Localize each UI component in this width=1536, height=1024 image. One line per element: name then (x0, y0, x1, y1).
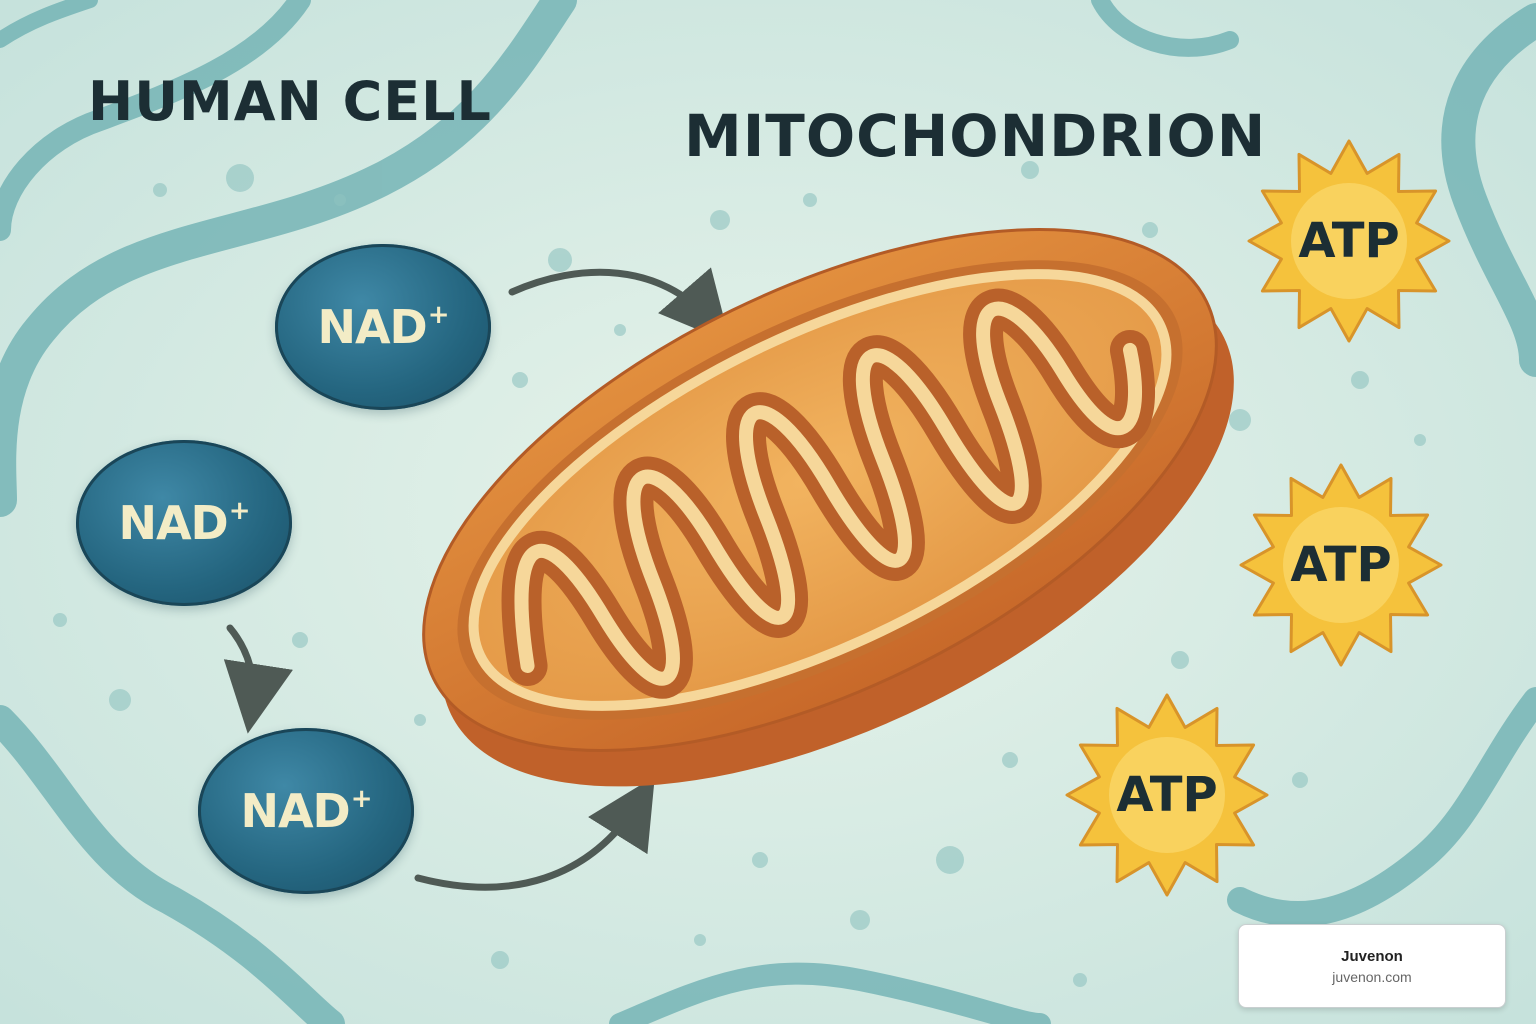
atp-starburst: ATP (1062, 690, 1272, 900)
nad-arrows (223, 267, 731, 891)
starburst-glow (1109, 737, 1225, 853)
starburst-glow (1291, 183, 1407, 299)
nad-molecule: NAD+ (275, 244, 491, 410)
atp-label: ATP (1298, 213, 1400, 269)
human-cell-title: HUMAN CELL (88, 70, 492, 133)
cytoplasm-speckles (53, 161, 1426, 987)
nad-label: NAD+ (317, 300, 449, 354)
starburst-icon (1247, 139, 1451, 343)
arrow-nad3-to-mitochondrion (414, 776, 655, 891)
starburst-glow (1283, 507, 1399, 623)
nad-molecule: NAD+ (198, 728, 414, 894)
nad-molecule: NAD+ (76, 440, 292, 606)
atp-starburst: ATP (1236, 460, 1446, 670)
atp-label: ATP (1116, 767, 1218, 823)
atp-label: ATP (1290, 537, 1392, 593)
starburst-icon (1065, 693, 1269, 897)
credit-url: juvenon.com (1332, 968, 1412, 985)
arrow-nad2-to-nad3 (223, 624, 293, 734)
mitochondrion (422, 228, 1234, 787)
mitochondrion-title: MITOCHONDRION (684, 102, 1267, 170)
atp-starburst: ATP (1244, 136, 1454, 346)
nad-label: NAD+ (118, 496, 250, 550)
credit-card: Juvenon juvenon.com (1238, 924, 1506, 1008)
starburst-icon (1239, 463, 1443, 667)
nad-label: NAD+ (240, 784, 372, 838)
arrow-nad1-to-mitochondrion (508, 267, 731, 344)
credit-name: Juvenon (1341, 947, 1403, 965)
